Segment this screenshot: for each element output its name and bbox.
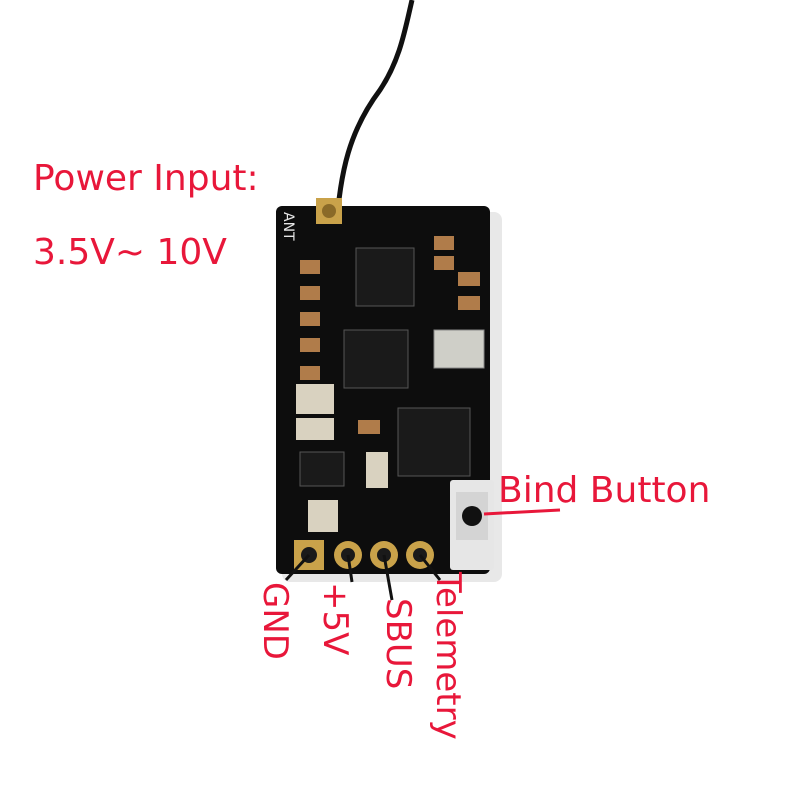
bind-button-label: Bind Button [498,470,711,511]
telemetry-label: Telemetry [428,572,468,740]
annotation-leaders [284,553,442,601]
chip-top [355,247,415,307]
smd-components [300,236,480,434]
power-input-title: Power Input: [33,158,259,199]
chip-lower [397,407,471,477]
bind-button [462,506,482,526]
bind-leader-line [483,508,561,516]
crystal-oscillator [433,329,485,369]
ant-silkscreen: ANT [280,212,296,241]
chip-middle [343,329,409,389]
plus5v-label: +5V [315,582,355,656]
antenna-wire [333,0,415,233]
power-input-range: 3.5V~ 10V [33,232,227,273]
gnd-label: GND [255,582,295,660]
sbus-label: SBUS [378,598,418,690]
